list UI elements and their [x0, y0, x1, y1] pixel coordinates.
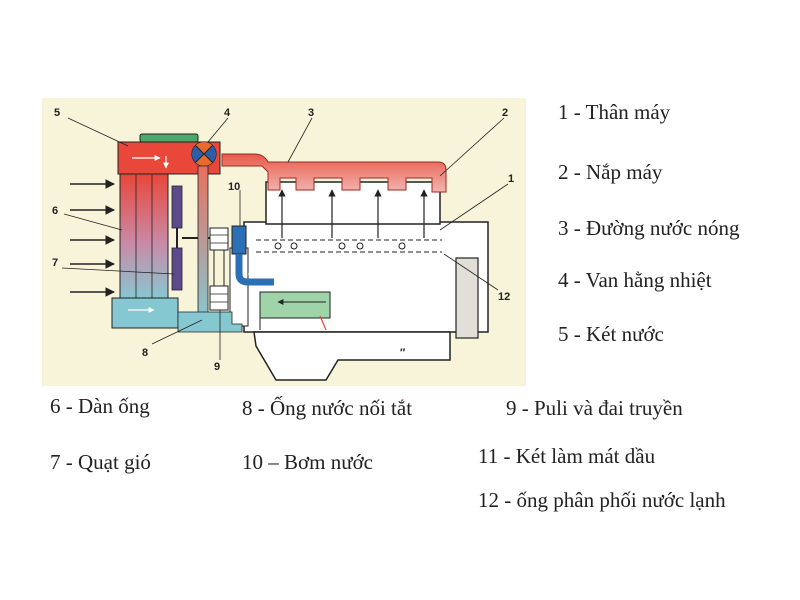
radiator: [111, 133, 221, 329]
airflow-arrows: [70, 179, 115, 297]
callout-12: 12: [498, 291, 510, 303]
legend-item-6: 6 - Dàn ống: [50, 394, 150, 418]
cold-return-pipe: [177, 311, 243, 333]
oil-cooler: [259, 291, 331, 331]
legend-item-2: 2 - Nắp máy: [558, 160, 663, 184]
callout-2: 2: [502, 107, 508, 119]
coolant-distribution-tube: [256, 239, 442, 253]
legend-item-12: 12 - ống phân phối nước lạnh: [478, 488, 726, 512]
pulley-belt: [209, 227, 229, 311]
callout-7: 7: [52, 257, 58, 269]
callout-10: 10: [228, 181, 240, 193]
flywheel: [455, 257, 479, 339]
thermostat-valve: [191, 141, 217, 167]
water-pump: [231, 225, 279, 286]
legend-item-10: 10 – Bơm nước: [242, 450, 374, 474]
hot-water-manifold: [221, 153, 447, 193]
cooling-system-diagram: 5 4 3 2 1 6 10 7 12 8 9 ″: [42, 98, 526, 386]
legend-item-4: 4 - Van hằng nhiệt: [558, 268, 712, 292]
callout-numbers: 5 4 3 2 1 6 10 7 12 8 9 ″: [52, 107, 514, 373]
legend-item-5: 5 - Két nước: [558, 322, 664, 346]
legend-item-9: 9 - Puli và đai truyền: [506, 396, 683, 420]
callout-1: 1: [508, 173, 514, 185]
fan: [171, 185, 214, 291]
callout-8: 8: [142, 347, 148, 359]
callout-4: 4: [224, 107, 231, 119]
callout-3: 3: [308, 107, 314, 119]
callout-6: 6: [52, 205, 58, 217]
callout-5: 5: [54, 107, 60, 119]
head-flow-arrows: [278, 189, 428, 238]
bypass-pipe: [197, 165, 209, 323]
diagram-mark: ″: [400, 347, 406, 359]
legend-item-1: 1 - Thân máy: [558, 100, 671, 124]
callout-9: 9: [214, 361, 220, 373]
leader-lines: [61, 117, 509, 360]
legend-item-7: 7 - Quạt gió: [50, 450, 151, 474]
legend-item-11: 11 - Két làm mát dầu: [478, 444, 656, 468]
legend-item-8: 8 - Ống nước nối tắt: [242, 396, 413, 420]
legend-item-3: 3 - Đường nước nóng: [558, 216, 740, 240]
